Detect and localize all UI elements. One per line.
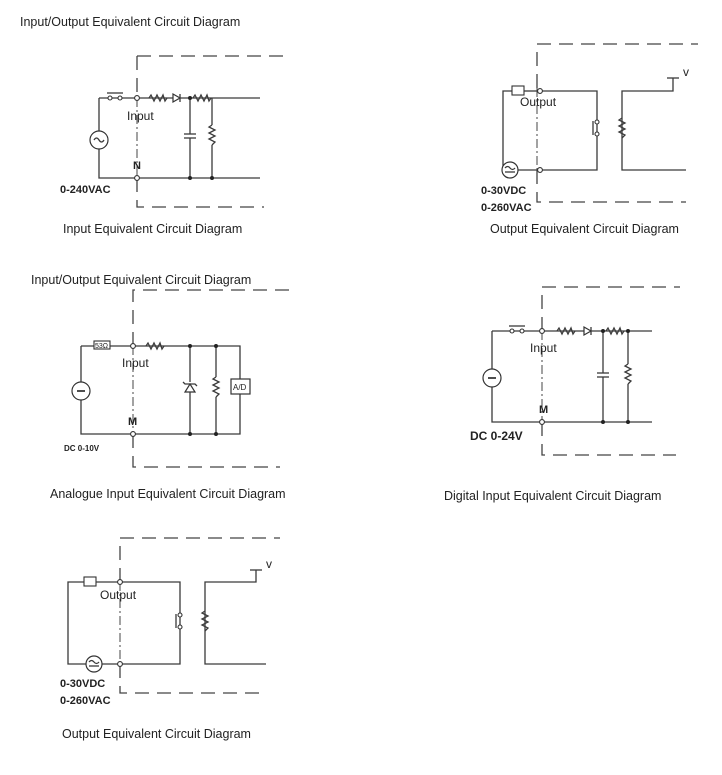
ground-label: M: [128, 416, 137, 428]
neutral-terminal: [134, 175, 140, 181]
ground-terminal: [539, 419, 545, 425]
input-label: Input: [127, 109, 154, 123]
input-label: Input: [530, 341, 557, 355]
zener-diode-icon: [182, 381, 198, 393]
ac-source-icon: [89, 130, 109, 150]
resistor-icon: [212, 376, 220, 398]
output-terminal: [117, 579, 123, 585]
source-voltage-label: 0-30VDC: [60, 678, 105, 690]
input-terminal: [539, 328, 545, 334]
fuse-label: 53Ω: [95, 343, 108, 350]
supply-label: v: [266, 557, 272, 571]
resistor-icon: [208, 124, 216, 146]
panel-2-supply-wire: [621, 78, 686, 171]
panel-5-isolation-boundary: [119, 537, 280, 694]
panel-1-neutral-wire: [98, 98, 260, 179]
fuse-icon: [93, 340, 111, 350]
panel-3-isolation-boundary: [132, 289, 292, 468]
panel-3-heading: Input/Output Equivalent Circuit Diagram: [31, 273, 251, 287]
capacitor-icon: [183, 133, 197, 139]
panel-5-caption: Output Equivalent Circuit Diagram: [62, 727, 251, 741]
diode-icon: [172, 93, 181, 103]
source-voltage-label: 0-260VAC: [60, 695, 111, 707]
ac-dc-source-icon: [85, 655, 103, 673]
panel-3-caption: Analogue Input Equivalent Circuit Diagra…: [50, 487, 286, 501]
resistor-icon: [624, 363, 632, 385]
panel-4-ground-wire: [491, 331, 652, 423]
panel-2-isolation-boundary: [536, 43, 698, 203]
source-voltage-label: DC 0-24V: [470, 429, 523, 443]
output-label: Output: [520, 95, 557, 109]
switch-icon: [106, 92, 124, 101]
ground-label: M: [539, 404, 548, 416]
relay-contact-icon: [592, 119, 600, 137]
input-label: Input: [122, 356, 149, 370]
panel-1-isolation-boundary: [136, 55, 285, 208]
panel-4-caption: Digital Input Equivalent Circuit Diagram: [444, 489, 661, 503]
panel-1-caption: Input Equivalent Circuit Diagram: [63, 222, 242, 236]
dc-source-icon: [71, 381, 91, 401]
ad-converter-icon: [230, 378, 251, 395]
input-terminal: [130, 343, 136, 349]
ad-converter-label: A/D: [233, 383, 247, 392]
diode-icon: [583, 326, 592, 336]
source-voltage-label: 0-240VAC: [60, 184, 111, 196]
panel-2-caption: Output Equivalent Circuit Diagram: [490, 222, 679, 236]
output-common-terminal: [117, 661, 123, 667]
panel-3-analogue-input: Input/Output Equivalent Circuit Diagram …: [31, 273, 292, 501]
supply-label: v: [683, 65, 689, 79]
dc-source-icon: [482, 368, 502, 388]
ac-dc-source-icon: [501, 161, 519, 179]
panel-4-digital-input: Input M DC 0-24V Digital Input Equivalen…: [444, 286, 680, 503]
relay-contact-icon: [175, 612, 183, 630]
source-voltage-label: DC 0-10V: [64, 444, 100, 453]
output-label: Output: [100, 588, 137, 602]
source-voltage-label: 0-30VDC: [481, 185, 526, 197]
panel-2-output-loop: [502, 90, 598, 171]
panel-1-heading: Input/Output Equivalent Circuit Diagram: [20, 15, 240, 29]
panel-1-input-ac: Input/Output Equivalent Circuit Diagram …: [20, 15, 285, 236]
panel-2-output: v Output 0-30VDC 0-260VAC Output Equival…: [481, 43, 698, 236]
panel-4-isolation-boundary: [541, 286, 680, 456]
source-voltage-label: 0-260VAC: [481, 202, 532, 214]
switch-icon: [508, 325, 526, 334]
capacitor-icon: [596, 372, 610, 378]
panel-5-supply-wire: [204, 570, 266, 665]
panel-5-output: v Output 0-30VDC 0-260VAC Output Equival…: [60, 537, 280, 741]
input-terminal: [134, 95, 140, 101]
relay-coil-icon: [511, 85, 525, 96]
output-common-terminal: [537, 167, 543, 173]
output-terminal: [537, 88, 543, 94]
relay-coil-icon: [83, 576, 97, 587]
neutral-label: N: [133, 160, 141, 172]
panel-5-output-loop: [67, 581, 181, 665]
ground-terminal: [130, 431, 136, 437]
